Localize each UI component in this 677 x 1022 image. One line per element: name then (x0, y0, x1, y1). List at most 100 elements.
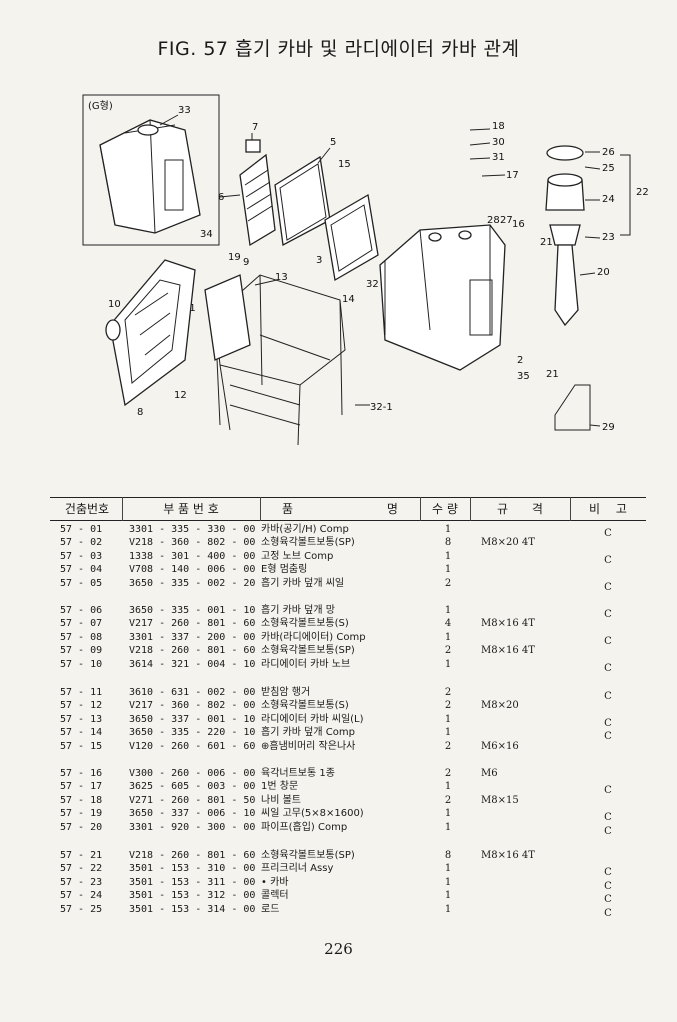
part-name-cell: 나비 볼트 (261, 794, 301, 806)
svg-text:22: 22 (636, 187, 649, 198)
part-name-cell: ⊕흠냄비머리 작은나사 (261, 740, 356, 752)
svg-text:7: 7 (252, 122, 258, 133)
remarks-cell: C (604, 662, 612, 674)
part-name-cell: 소형육각볼트보통(S) (261, 618, 349, 630)
part-name-cell: 소형육각볼트보통(SP) (261, 645, 355, 657)
svg-text:21: 21 (540, 237, 553, 248)
part-name-cell: 받침암 행거 (261, 687, 311, 698)
svg-text:5: 5 (330, 137, 336, 148)
part-number-cell: 3625 - 605 - 003 - 00 (129, 781, 256, 793)
quantity-cell: 1 (444, 564, 452, 576)
remarks-cell: C (604, 554, 612, 566)
spec-cell: M8×20 4T (481, 537, 535, 549)
quantity-cell: 8 (444, 850, 452, 861)
svg-text:28: 28 (487, 215, 500, 226)
ref-no-cell: 57 - 22 (60, 863, 103, 875)
table-row: 57 - 02 V218 - 360 - 802 - 00 소형육각볼트보통(SP)… (0, 536, 677, 549)
quantity-cell: 1 (444, 727, 452, 739)
spec-cell: M6×16 (481, 740, 519, 752)
ref-no-cell: 57 - 12 (60, 700, 103, 712)
ref-no-cell: 57 - 09 (60, 645, 103, 657)
quantity-cell: 2 (444, 768, 452, 779)
remarks-cell: C (604, 907, 612, 919)
ref-no-cell: 57 - 25 (60, 903, 103, 915)
part-number-cell: 3614 - 321 - 004 - 10 (129, 658, 256, 670)
part-number-cell: 3501 - 153 - 311 - 00 (129, 876, 256, 888)
ref-no-cell: 57 - 05 (60, 577, 103, 589)
remarks-cell: C (604, 717, 612, 729)
header-ref-no: 건춤번호 (64, 502, 110, 516)
svg-text:33: 33 (178, 105, 191, 116)
quantity-cell: 1 (444, 713, 452, 725)
part-name-cell: 콜렉터 (261, 890, 289, 902)
svg-text:14: 14 (342, 294, 355, 305)
svg-text:20: 20 (597, 267, 610, 278)
part-number-cell: 3301 - 335 - 330 - 00 (129, 524, 256, 535)
part-number-cell: V217 - 260 - 801 - 60 (129, 618, 256, 630)
part-number-cell: 3501 - 153 - 310 - 00 (129, 863, 256, 875)
svg-text:25: 25 (602, 163, 615, 174)
part-name-cell: 소형육각볼트보통(S) (261, 700, 349, 712)
remarks-cell: C (604, 867, 612, 879)
table-row: 57 - 04 V708 - 140 - 006 - 00 E형 멈춤링 1 (0, 563, 677, 576)
ref-no-cell: 57 - 04 (60, 564, 103, 576)
exploded-parts-diagram: (G형) 33 7 5 15 6 34 19 9 13 3 10 11 14 3… (82, 94, 649, 446)
svg-text:3: 3 (316, 255, 322, 266)
page-number: 226 (324, 940, 353, 958)
spec-cell: M8×16 4T (481, 645, 535, 657)
remarks-cell: C (604, 825, 612, 837)
spec-cell: M8×20 (481, 700, 519, 712)
header-separator (420, 497, 421, 521)
part-name-cell: 라디에이터 카바 노브 (261, 658, 351, 670)
svg-text:32: 32 (366, 279, 379, 290)
ref-no-cell: 57 - 07 (60, 618, 103, 630)
part-number-cell: V708 - 140 - 006 - 00 (129, 564, 256, 576)
part-number-cell: V218 - 360 - 802 - 00 (129, 537, 256, 549)
part-name-cell: 소형육각볼트보통(SP) (261, 850, 355, 861)
quantity-cell: 2 (444, 794, 452, 806)
ref-no-cell: 57 - 17 (60, 781, 103, 793)
quantity-cell: 1 (444, 903, 452, 915)
quantity-cell: 1 (444, 605, 452, 616)
svg-text:30: 30 (492, 137, 505, 148)
header-separator (570, 497, 571, 521)
quantity-cell: 1 (444, 876, 452, 888)
remarks-cell: C (604, 691, 612, 702)
svg-text:21: 21 (546, 369, 559, 380)
part-name-cell: 라디에이터 카바 씨일(L) (261, 713, 364, 725)
spec-cell: M8×15 (481, 794, 519, 806)
quantity-cell: 1 (444, 631, 452, 643)
quantity-cell: 1 (444, 781, 452, 793)
table-rule-header (50, 520, 646, 521)
svg-text:31: 31 (492, 152, 505, 163)
quantity-cell: 2 (444, 700, 452, 712)
part-name-cell: 1번 창문 (261, 781, 299, 793)
ref-no-cell: 57 - 20 (60, 821, 103, 833)
part-number-cell: V217 - 360 - 802 - 00 (129, 700, 256, 712)
spec-cell: M8×16 4T (481, 850, 535, 861)
quantity-cell: 2 (444, 577, 452, 589)
ref-no-cell: 57 - 02 (60, 537, 103, 549)
table-row: 57 - 12 V217 - 360 - 802 - 00 소형육각볼트보통(S) 2… (0, 699, 677, 712)
svg-text:9: 9 (243, 257, 249, 268)
part-number-cell: V218 - 260 - 801 - 60 (129, 645, 256, 657)
part-name-cell: 프리크리너 Assy (261, 863, 334, 875)
part-name-cell: 흡기 카바 덮개 망 (261, 605, 335, 616)
part-name-cell: E형 멈춤링 (261, 564, 308, 576)
ref-no-cell: 57 - 06 (60, 605, 103, 616)
svg-text:15: 15 (338, 159, 351, 170)
part-name-cell: 소형육각볼트보통(SP) (261, 537, 355, 549)
ref-no-cell: 57 - 21 (60, 850, 103, 861)
spec-cell: M8×16 4T (481, 618, 535, 630)
